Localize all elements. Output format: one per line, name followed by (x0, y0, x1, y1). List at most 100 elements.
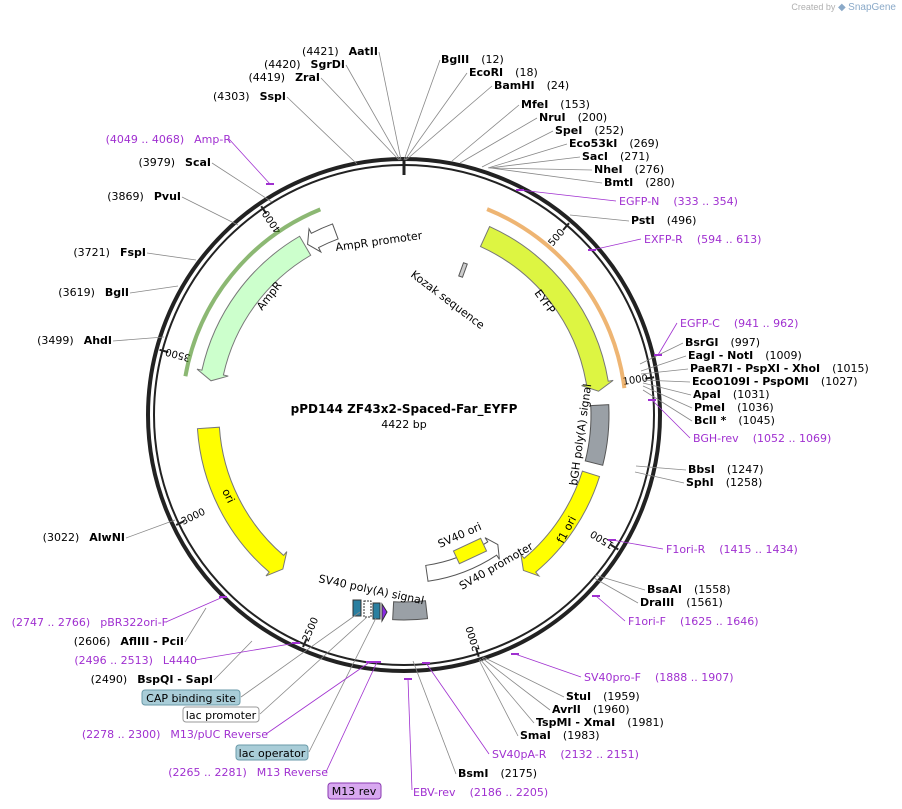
primer-m13-reverse: (2265 .. 2281)M13 Reverse (168, 766, 328, 779)
leader-line (634, 471, 685, 484)
ampr-arrow (196, 235, 312, 382)
enzyme-tspmi-xmai: TspMI - XmaI(1981) (536, 716, 664, 729)
enzyme-avrii: AvrII(1960) (552, 703, 629, 716)
leader-line (640, 355, 687, 372)
leader-line (403, 59, 441, 161)
m13-rev-label: M13 rev (332, 785, 377, 798)
leader-line (404, 72, 468, 161)
enzyme-ahdi: (3499)AhdI (37, 334, 112, 347)
bgh-polya-block (584, 404, 610, 466)
leader-line (642, 389, 693, 422)
enzyme-alwni: (3022)AlwNI (43, 531, 125, 544)
lac-promoter-box (182, 706, 260, 723)
tick-mark-500 (562, 222, 570, 231)
primer-m13-puc-reverse: (2278 .. 2300)M13/pUC Reverse (82, 728, 268, 741)
leader-line (487, 143, 568, 169)
enzyme-eco53ki: Eco53kI(269) (569, 137, 659, 150)
primer-leader (595, 595, 626, 622)
enzyme-bsmi: BsmI(2175) (458, 767, 537, 780)
primer-sv40pro-f: SV40pro-F(1888 .. 1907) (584, 671, 734, 684)
enzyme-nhei: NheI(276) (594, 163, 664, 176)
enzyme-bamhi: BamHI(24) (494, 79, 569, 92)
credit-prefix: Created by (791, 2, 836, 12)
enzyme-fspi: (3721)FspI (73, 246, 146, 259)
primer-labels: EGFP-N(333 .. 354) EXFP-R(594 .. 613) EG… (12, 133, 832, 799)
enzyme-saci: SacI(271) (582, 150, 650, 163)
leader-line (489, 167, 593, 171)
eyfp-arrow (479, 225, 614, 392)
leader-line (642, 385, 693, 409)
enzyme-nrui: NruI(200) (539, 111, 607, 124)
ampr-orf-arc (183, 207, 322, 377)
tick-mark-3000 (175, 520, 185, 526)
enzyme-bgli: (3619)BglI (58, 286, 129, 299)
leader-line (593, 577, 639, 604)
tick-mark-1500 (610, 543, 619, 551)
primer-l4440: (2496 .. 2513)L4440 (74, 654, 197, 667)
label-leaders (112, 51, 693, 775)
feature-label-sv40-polya: SV40 poly(A) signal (317, 572, 425, 607)
primer-leader (519, 189, 617, 202)
feature-label-ori: ori (219, 487, 237, 506)
leader-line (125, 519, 176, 539)
feature-arcs (183, 207, 627, 623)
leader-line (259, 616, 368, 715)
feature-label-ampr-promoter: AmpR promoter (335, 229, 424, 254)
enzyme-labels-left: (4421)AatII (4420)SgrDI (4419)ZraI (4303… (37, 45, 378, 686)
enzyme-eagi-noti: EagI - NotI(1009) (688, 349, 802, 362)
leader-line (181, 196, 239, 226)
leader-line (639, 342, 684, 365)
cap-binding-site-box (141, 689, 241, 706)
leader-line (240, 611, 361, 698)
snapgene-logo-icon: ◆ (837, 2, 846, 13)
tick-label-1500: 1500 (589, 528, 616, 551)
enzyme-stui: StuI(1959) (566, 690, 640, 703)
enzyme-psti: PstI(496) (631, 214, 696, 227)
enzyme-pmei: PmeI(1036) (694, 401, 774, 414)
leader-line (482, 656, 565, 698)
enzyme-bsrgi: BsrGI(997) (685, 336, 760, 349)
plasmid-name: pPD144 ZF43x2-Spaced-Far_EYFP (291, 402, 518, 417)
leader-line (459, 117, 538, 164)
leader-line (213, 640, 253, 681)
primer-leader (165, 596, 224, 623)
primer-sv40pa-r: SV40pA-R(2132 .. 2151) (492, 748, 639, 761)
leader-line (635, 465, 687, 471)
enzyme-ecoo109i-pspomi: EcoO109I - PspOMI(1027) (692, 375, 857, 388)
leader-line (451, 104, 520, 162)
ori-arrow (196, 426, 288, 577)
eyfp-orf-arc (486, 207, 627, 389)
tick-label-1000: 1000 (622, 373, 649, 388)
primer-leader (325, 661, 378, 773)
leader-line (184, 607, 207, 643)
credit-brand: SnapGene (848, 2, 896, 13)
primer-leader (265, 661, 371, 735)
enzyme-smai: SmaI(1983) (520, 729, 599, 742)
enzyme-sgrdi: (4420)SgrDI (264, 58, 345, 71)
leader-line (412, 660, 457, 775)
leader-line (405, 85, 493, 161)
leader-line (594, 574, 646, 591)
primer-egfp-n: EGFP-N(333 .. 354) (619, 195, 738, 208)
enzyme-pvui: (3869)PvuI (107, 190, 181, 203)
leader-line (129, 285, 179, 294)
enzyme-apai: ApaI(1031) (693, 388, 769, 401)
leader-line (112, 336, 165, 342)
primer-ebv-rev: EBV-rev(2186 .. 2205) (413, 786, 548, 799)
enzyme-draiii: DraIII(1561) (640, 596, 723, 609)
primer-egfp-c: EGFP-C(941 .. 962) (680, 317, 798, 330)
cap-binding-site-label: CAP binding site (146, 692, 236, 705)
leader-line (378, 51, 402, 161)
enzyme-sspi: (4303)SspI (213, 90, 286, 103)
leader-line (478, 659, 519, 737)
enzyme-bcli: BclI *(1045) (694, 414, 775, 427)
ampr-promoter-arrow (307, 223, 339, 254)
enzyme-sphi: SphI(1258) (686, 476, 762, 489)
leader-line (479, 658, 535, 724)
leader-line (320, 77, 400, 161)
tick-mark-4000 (260, 205, 268, 215)
enzyme-bmti: BmtI(280) (604, 176, 675, 189)
tick-label-2000: 2000 (465, 625, 483, 653)
